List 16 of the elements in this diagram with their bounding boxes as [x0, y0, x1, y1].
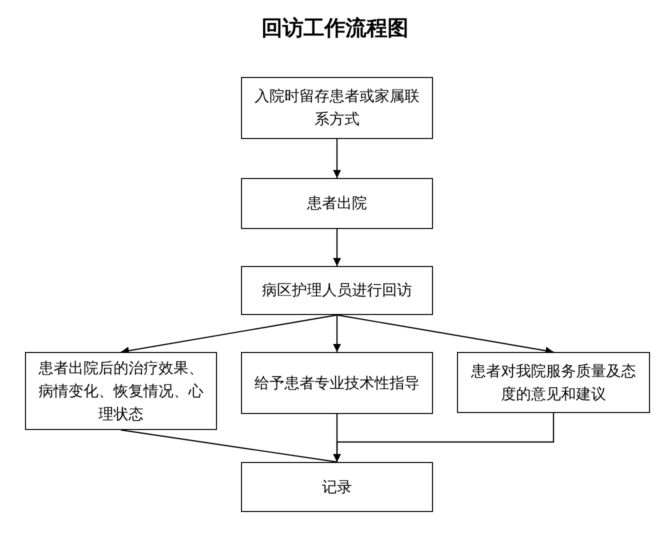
- connector-line: [336, 413, 554, 462]
- process-box: 患者出院: [241, 178, 433, 229]
- diagram-title: 回访工作流程图: [260, 14, 410, 42]
- arrow: [333, 229, 341, 266]
- arrow: [333, 139, 341, 178]
- process-box: 给予患者专业技术性指导: [241, 352, 433, 414]
- process-box: 记录: [241, 462, 433, 512]
- connector-line: [120, 429, 338, 463]
- arrow: [333, 315, 341, 352]
- process-box: 入院时留存患者或家属联系方式: [241, 77, 433, 139]
- arrow: [120, 314, 338, 355]
- process-box: 患者出院后的治疗效果、病情变化、恢复情况、心理状态: [25, 352, 217, 430]
- process-box: 患者对我院服务质量及态度的意见和建议: [457, 352, 650, 413]
- arrow: [333, 414, 341, 462]
- process-box: 病区护理人员进行回访: [241, 266, 433, 315]
- arrow: [336, 314, 554, 355]
